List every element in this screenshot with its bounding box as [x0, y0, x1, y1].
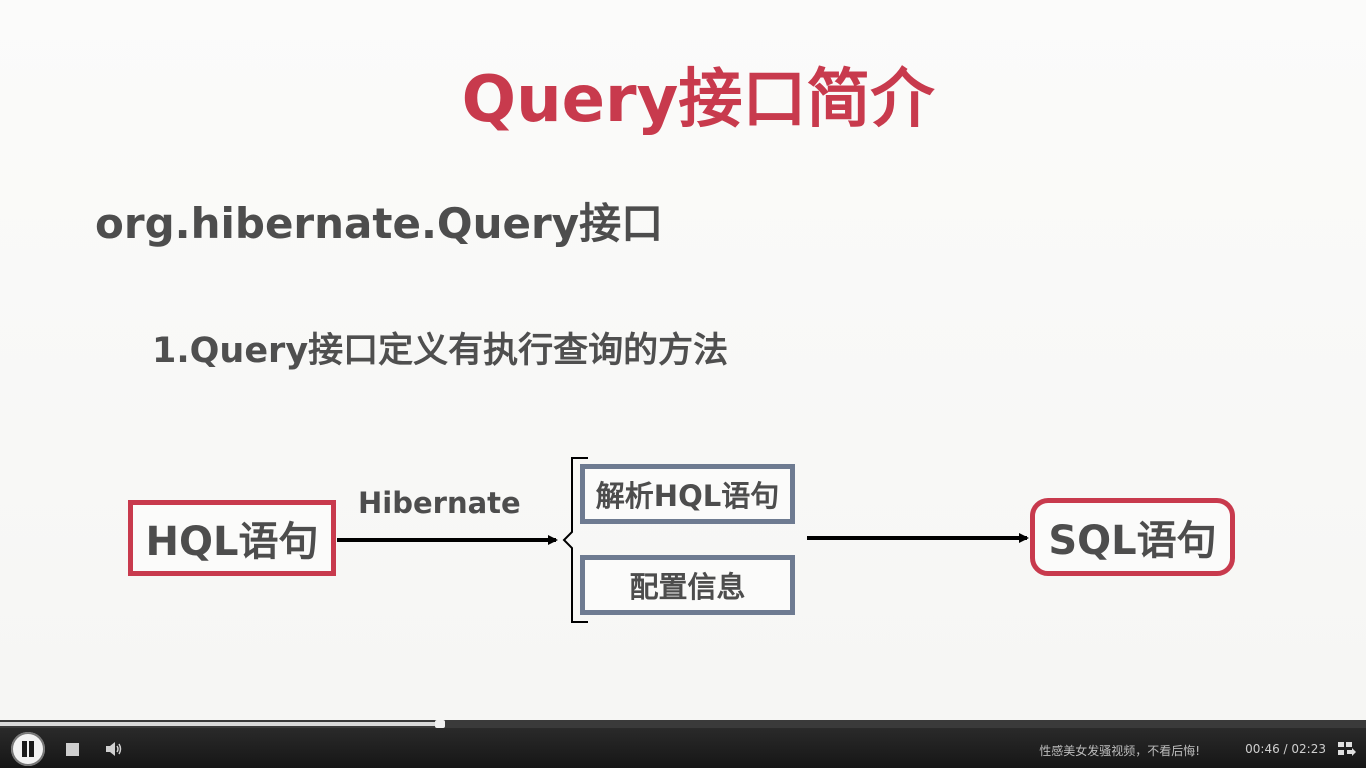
volume-icon[interactable]: [104, 740, 124, 758]
seek-bar[interactable]: [0, 720, 1366, 728]
sql-statement-box: SQL语句: [1030, 498, 1235, 576]
slide-subtitle: org.hibernate.Query接口: [95, 199, 664, 248]
playlist-icon[interactable]: [1338, 742, 1356, 756]
ad-link[interactable]: 性感美女发骚视频，不看后悔!: [1039, 744, 1200, 758]
pause-icon[interactable]: [11, 732, 45, 766]
config-info-box: 配置信息: [580, 555, 795, 615]
time-display: 00:46 / 02:23: [1245, 742, 1326, 756]
hql-statement-box: HQL语句: [128, 500, 336, 576]
seek-bar-played: [0, 722, 440, 726]
arrow-label-hibernate: Hibernate: [358, 486, 521, 520]
stop-icon[interactable]: [66, 743, 79, 756]
slide-point: 1.Query接口定义有执行查询的方法: [152, 331, 729, 371]
seek-handle[interactable]: [435, 720, 445, 728]
video-frame[interactable]: Query接口简介 org.hibernate.Query接口 1.Query接…: [0, 0, 1366, 720]
diagram-connectors: [337, 457, 1029, 623]
player-controls: 性感美女发骚视频，不看后悔! 00:46 / 02:23: [0, 728, 1366, 768]
bracket: [562, 457, 588, 623]
parse-hql-box: 解析HQL语句: [580, 464, 795, 524]
slide-title: Query接口简介: [461, 63, 935, 137]
